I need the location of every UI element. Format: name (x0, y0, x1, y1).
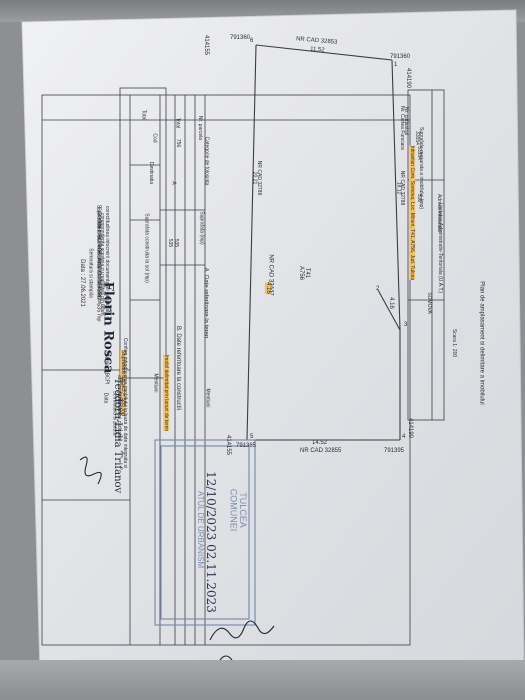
point-2: 2 (376, 286, 380, 292)
inspector-name: Teodora-Lidia Trifanov (112, 377, 124, 494)
coord-bl-x: 791365 (236, 443, 257, 449)
header-table (119, 87, 445, 421)
len-bottom: 14.52 (312, 440, 328, 446)
plan-title: Plan de amplasament si delimitare a imob… (478, 281, 485, 405)
uat-label: Unitatea Administrativ-Teritoriala (U.A.… (437, 202, 444, 294)
parcel-a: A756 (298, 265, 305, 281)
executant-sign-label: Semnatura si stampila (87, 248, 94, 298)
len-right: 18.12 (395, 181, 402, 195)
coord-br-y: 414190 (407, 417, 414, 439)
inspector-date-label: Data (102, 392, 109, 404)
len-left: 20.21 (251, 171, 258, 185)
table-a-col-category: Categorie de folosinta (203, 136, 210, 186)
executant-date: Data : 27.06.2021 (78, 259, 85, 307)
coord-bl-y: 414155 (225, 434, 232, 456)
coord-tl-y: 414155 (203, 34, 210, 56)
inspector-signature (209, 620, 275, 661)
land-book-label: Nr. Cartea Funciara (398, 106, 405, 150)
table-a-row-no: 756 (175, 138, 182, 148)
address-value: Intravilan Com. Somova, Loc. Mineri, T41… (409, 145, 416, 281)
point-4: 4 (402, 434, 406, 440)
table-a-total-value: 535 (167, 238, 174, 248)
parcel-outline (246, 44, 401, 441)
table-b-col-code: Cod (151, 133, 158, 143)
cad-bottom: NR CAD 32855 (300, 448, 342, 454)
coord-tr-x: 791360 (390, 54, 411, 60)
coord-tr-y: 414190 (405, 67, 412, 89)
table-a-col-area: Suprafata (mp) (198, 211, 205, 245)
parcel-len: 4.16 (264, 282, 271, 294)
parcel-t: T41 (304, 267, 311, 279)
uat-value: SOMOVA (425, 292, 432, 314)
point-1: 1 (394, 62, 398, 68)
urbanism-stamp (154, 439, 256, 626)
point-3: 3 (404, 322, 408, 328)
table-a-total-label: Total (174, 117, 181, 129)
table-a-col-no: Nr. parcela (197, 115, 204, 141)
point-6: 6 (250, 38, 254, 44)
table-a-row-mentions: Imobil delimitat prin lanuri de teren (163, 354, 170, 432)
data-table (41, 94, 411, 646)
coord-br-x: 791395 (384, 448, 405, 454)
table-surface-bottom (0, 660, 525, 700)
table-b-total-label: Total (140, 109, 147, 121)
plan-scale: Scara 1: 200 (451, 328, 458, 358)
table-b-title: B. Date referitoare la constructii (175, 325, 182, 411)
stamp-line2: COMUNEI (228, 488, 239, 532)
inspector-stamp-label: Stampila BCPI (103, 351, 110, 385)
seg-short: 4.16 (387, 297, 394, 309)
table-b-col-mentions: Mentiuni (152, 373, 159, 393)
table-a-title: A. Date referitoare la teren (202, 267, 209, 339)
table-a-row-area: 535 (173, 238, 180, 248)
point-5: 5 (250, 434, 254, 440)
table-a-col-mentions: Mentiuni (204, 388, 211, 408)
len-top: 11.52 (309, 46, 325, 54)
coord-tl-x: 791360 (230, 35, 251, 41)
executant-signature (79, 456, 102, 485)
table-b-col-destination: Destinatia (148, 161, 155, 185)
stamp-handwritten: 12/10/2023 02.11.2023 (203, 471, 218, 613)
table-b-col-area: Suprafata construita la sol (mp) (143, 213, 150, 283)
measured-area-value: 535 (416, 193, 423, 203)
stamp-line1: TULCEA (237, 492, 248, 528)
table-a-row-category: A (170, 181, 177, 185)
land-book-value: 33554 (415, 146, 422, 160)
